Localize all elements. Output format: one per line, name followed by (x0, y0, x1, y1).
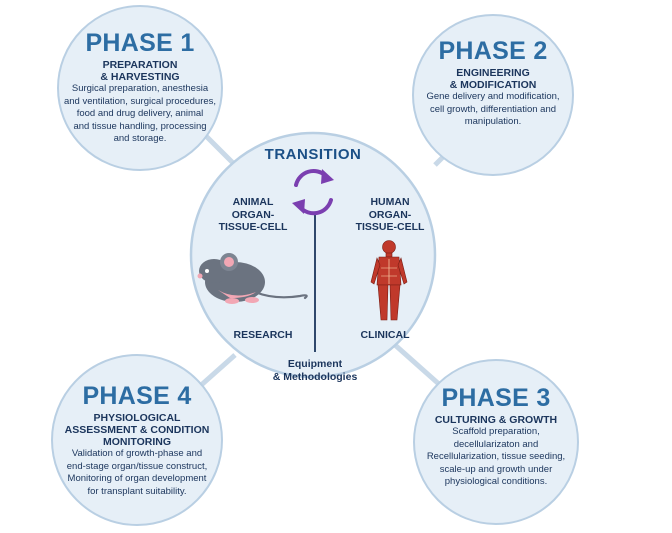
animal-label-line: ORGAN- (231, 208, 275, 221)
phase3-desc-line: physiological conditions. (444, 476, 548, 487)
phase1-desc-line: and ventilation, surgical procedures, (63, 95, 217, 107)
phase1-desc-line: and storage. (113, 133, 167, 144)
phase1-block: PHASE 1 PREPARATION & HARVESTING Surgica… (60, 30, 220, 146)
phase1-subtitle-line1: PREPARATION (102, 59, 178, 71)
phase4-desc-line: for transplant suitability. (87, 485, 187, 497)
phase2-title: PHASE 2 (438, 37, 548, 65)
phase3-desc-line: decellularizaton and (453, 438, 539, 450)
phase1-title: PHASE 1 (85, 29, 195, 57)
transition-circle (189, 131, 437, 379)
equipment-line2: & Methodologies (272, 370, 358, 383)
phase4-subtitle-line1: PHYSIOLOGICAL (93, 412, 181, 424)
cycle-arrows-icon (292, 169, 334, 216)
phase4-subtitle-line3: MONITORING (102, 436, 172, 448)
phase4-desc-line: end-stage organ/tissue construct, (66, 460, 208, 472)
phase3-title: PHASE 3 (441, 384, 551, 412)
phase2-desc-line: manipulation. (464, 116, 522, 127)
phase1-circle (57, 5, 223, 171)
phase4-block: PHASE 4 PHYSIOLOGICAL ASSESSMENT & CONDI… (57, 383, 217, 498)
animal-label-line: ANIMAL (232, 196, 274, 208)
animal-label-line: TISSUE-CELL (218, 221, 288, 233)
phase3-desc-line: Scaffold preparation, (452, 426, 540, 437)
phase2-subtitle-line1: ENGINEERING (456, 67, 530, 79)
equipment-line1: Equipment (287, 358, 343, 370)
phase3-block: PHASE 3 CULTURING & GROWTH Scaffold prep… (421, 385, 571, 489)
phase1-subtitle-line2: & HARVESTING (100, 71, 180, 83)
human-anatomy-icon (370, 240, 408, 321)
phase4-desc-line: Validation of growth-phase and (71, 448, 203, 459)
phase3-desc-line: Recellularization, tissue seeding, (426, 451, 566, 462)
phase2-desc-line: cell growth, differentiation and (429, 103, 557, 115)
phase1-desc-line: food and drug delivery, animal (76, 108, 204, 119)
phase4-desc-line: Monitoring of organ development (67, 473, 207, 484)
phase2-block: PHASE 2 ENGINEERING & MODIFICATION Gene … (418, 38, 568, 129)
phase4-circle (51, 354, 223, 526)
phase2-subtitle-line2: & MODIFICATION (449, 79, 537, 91)
human-label-line: ORGAN- (368, 208, 412, 221)
phase2-desc-line: Gene delivery and modification, (426, 91, 560, 102)
equipment-methodologies-label: Equipment & Methodologies (245, 358, 385, 383)
phase3-subtitle-line1: CULTURING & GROWTH (434, 414, 558, 426)
human-label-line: TISSUE-CELL (355, 221, 425, 233)
mouse-icon (197, 253, 308, 304)
transition-title: TRANSITION (264, 146, 362, 163)
phase4-subtitle-line2: ASSESSMENT & CONDITION (64, 424, 210, 436)
clinical-label: CLINICAL (360, 329, 410, 341)
human-label-line: HUMAN (370, 196, 410, 208)
phase3-circle (413, 359, 579, 525)
human-label: HUMAN ORGAN- TISSUE-CELL (345, 196, 435, 234)
phase1-desc-line: and tissue handling, processing (73, 120, 207, 132)
animal-label: ANIMAL ORGAN- TISSUE-CELL (208, 196, 298, 234)
phase1-desc-line: Surgical preparation, anesthesia (71, 83, 209, 94)
phase4-title: PHASE 4 (82, 382, 192, 410)
research-label: RESEARCH (233, 329, 293, 341)
phase3-desc-line: scale-up and growth under (439, 463, 553, 475)
phase2-circle (412, 14, 574, 176)
